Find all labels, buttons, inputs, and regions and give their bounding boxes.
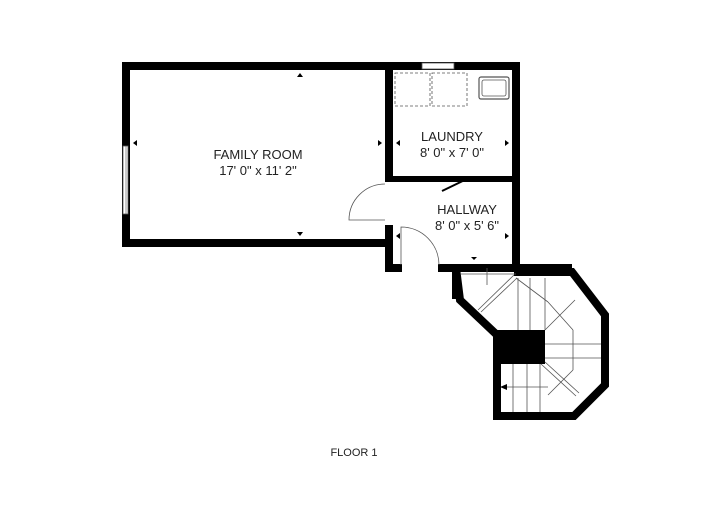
- stair-treads: [461, 268, 601, 412]
- room-dimensions: 8' 0" x 5' 6": [434, 218, 500, 233]
- room-family: FAMILY ROOM 17' 0" x 11' 2": [213, 147, 302, 179]
- door-laundry: [441, 176, 472, 192]
- room-name: HALLWAY: [437, 202, 497, 217]
- room-hallway: HALLWAY 8' 0" x 5' 6": [435, 202, 499, 234]
- window-left: [122, 145, 129, 215]
- wall-family-bottom: [122, 239, 393, 247]
- washer-outline: [394, 72, 431, 107]
- door-swing-family: [348, 183, 386, 221]
- room-name: LAUNDRY: [421, 129, 483, 144]
- door-swing-hallway: [400, 226, 440, 266]
- sink-icon: [478, 76, 510, 100]
- room-dimensions: 8' 0" x 7' 0": [419, 145, 485, 160]
- wall-top: [122, 62, 520, 70]
- room-laundry: LAUNDRY 8' 0" x 7' 0": [420, 129, 484, 161]
- window-top: [421, 62, 455, 70]
- room-dimensions: 17' 0" x 11' 2": [219, 163, 297, 178]
- wall-family-right-upper: [385, 62, 393, 182]
- wall-family-right-lower: [385, 225, 393, 270]
- floor-label: FLOOR 1: [330, 447, 378, 459]
- wall-laundry-right: [512, 62, 520, 272]
- wall-laundry-bottom: [385, 176, 520, 182]
- stair-core: [497, 330, 545, 364]
- room-name: FAMILY ROOM: [213, 147, 303, 162]
- stair-walls: [451, 264, 609, 420]
- stair-arrow-icon: [500, 384, 507, 390]
- dryer-outline: [431, 72, 468, 107]
